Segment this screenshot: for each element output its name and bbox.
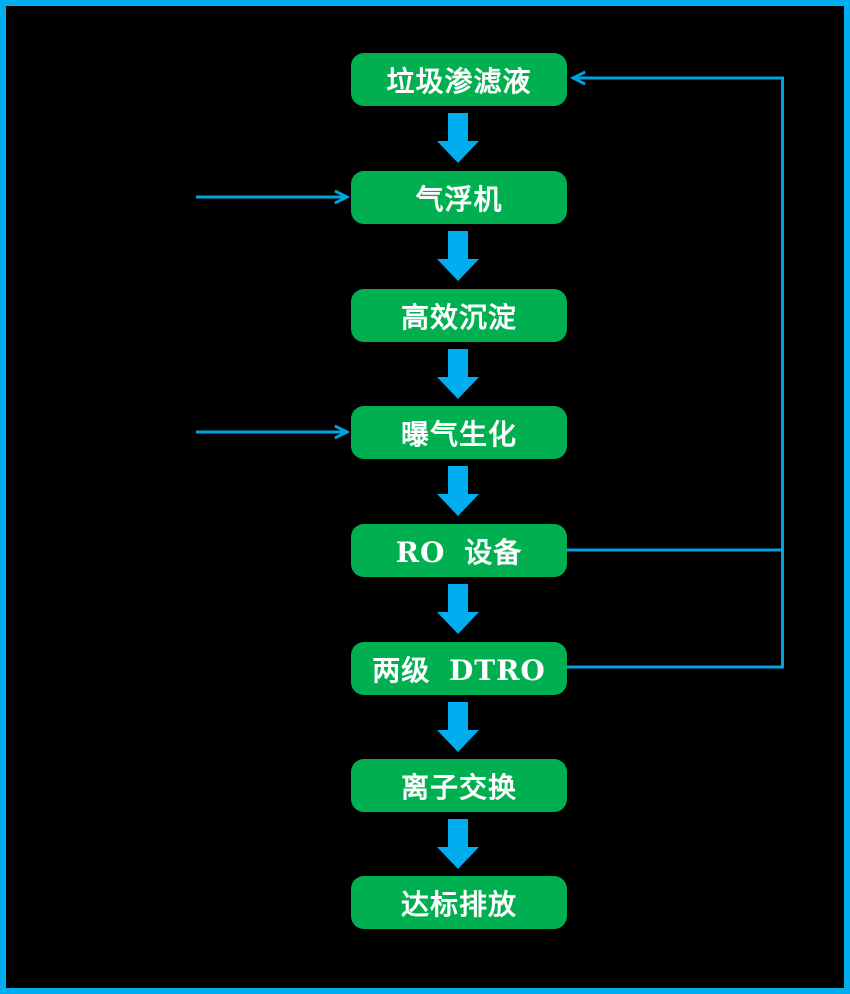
node-sedimentation: 高效沉淀 <box>351 289 567 342</box>
node-ro-equipment: RO 设备 <box>351 524 567 577</box>
node-aeration-bio: 曝气生化 <box>351 406 567 459</box>
flow-arrow-3 <box>437 349 479 399</box>
node-two-stage-dtro: 两级 DTRO <box>351 642 567 695</box>
flow-arrow-5 <box>437 584 479 634</box>
node-air-flotation: 气浮机 <box>351 171 567 224</box>
flow-arrow-7 <box>437 819 479 869</box>
flow-arrow-6 <box>437 702 479 752</box>
node-ion-exchange: 离子交换 <box>351 759 567 812</box>
flow-arrow-4 <box>437 466 479 516</box>
flow-arrow-1 <box>437 113 479 163</box>
flow-arrow-2 <box>437 231 479 281</box>
node-leachate: 垃圾渗滤液 <box>351 53 567 106</box>
node-discharge: 达标排放 <box>351 876 567 929</box>
